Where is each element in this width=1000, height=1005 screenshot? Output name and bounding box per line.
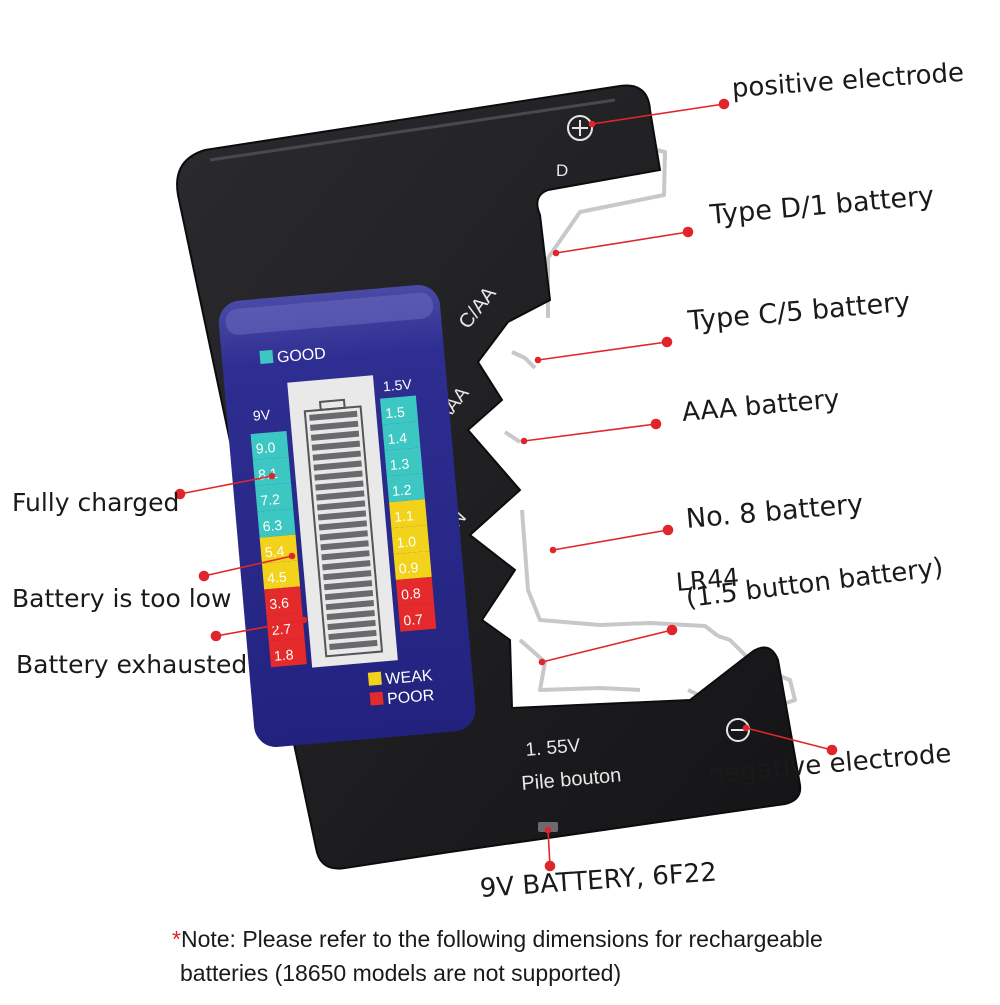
- battery-level-bar: [310, 420, 359, 431]
- battery-bar-icon: [303, 398, 384, 658]
- battery-level-bar: [315, 480, 364, 491]
- metal-clip: [503, 146, 797, 714]
- battery-level-bar: [323, 580, 373, 591]
- plus-circle-icon: [567, 115, 593, 141]
- right-scale-cell: [389, 499, 428, 529]
- battery-level-bar: [323, 570, 372, 581]
- left-scale-cell: [264, 586, 303, 616]
- right-voltage-scale: 1.5 1.4 1.3 1.2 1.1 1.0 0.9 0.8 0.7: [379, 395, 437, 632]
- battery-level-bar: [322, 560, 371, 571]
- legend-poor-label: POOR: [387, 687, 435, 708]
- right-scale-value: 1.1: [394, 507, 415, 525]
- battery-level-bar: [325, 600, 375, 611]
- minus-circle-icon: [726, 718, 750, 742]
- battery-level-bar: [312, 450, 361, 461]
- right-scale-cell: [398, 602, 437, 632]
- left-scale-cell: [250, 430, 289, 460]
- right-scale-value: 0.7: [403, 611, 424, 629]
- legend-weak-swatch: [367, 671, 382, 686]
- callout-battery-exhausted: Battery exhausted: [16, 650, 248, 679]
- battery-level-bar: [313, 460, 362, 471]
- right-scale-cell: [395, 576, 434, 606]
- note-asterisk: *: [172, 926, 181, 952]
- battery-level-bar: [318, 520, 368, 531]
- left-scale-cell: [255, 482, 294, 512]
- body-highlight: [209, 98, 616, 162]
- left-scale-value: 7.2: [260, 491, 281, 509]
- battery-level-bar: [310, 430, 360, 441]
- left-scale-value: 8.1: [257, 465, 278, 483]
- battery-level-bar: [316, 500, 366, 511]
- battery-level-bar: [324, 590, 374, 601]
- right-scale-value: 1.2: [391, 481, 412, 499]
- right-scale-cell: [386, 473, 425, 503]
- battery-level-bar: [320, 540, 369, 551]
- battery-level-bar: [327, 619, 376, 631]
- left-scale-value: 1.8: [273, 646, 294, 664]
- legend-poor-swatch: [369, 691, 384, 706]
- meter-panel: GOOD 9V 1.5V 9.08.17.26.35.44.53.62.71.8…: [218, 285, 476, 747]
- right-scale-value: 1.4: [387, 429, 408, 447]
- left-scale-value: 6.3: [262, 517, 283, 535]
- legend-good-swatch: [259, 349, 274, 364]
- callout-battery-too-low: Battery is too low: [12, 584, 232, 613]
- left-voltage-scale: 9.08.17.26.35.44.53.62.71.8: [250, 430, 307, 668]
- left-scale-cell: [268, 638, 307, 668]
- left-scale-cell: [257, 508, 296, 538]
- right-scale-value: 1.5: [385, 404, 406, 422]
- callout-lines: [174, 98, 838, 872]
- right-scale-cell: [393, 550, 432, 580]
- right-scale-cell: [382, 421, 421, 451]
- right-scale-value: 0.9: [398, 559, 419, 577]
- right-scale-value: 1.0: [396, 533, 417, 551]
- right-scale-header: 1.5V: [382, 376, 413, 395]
- battery-level-bar: [316, 490, 365, 501]
- battery-level-bar: [309, 410, 358, 421]
- left-scale-value: 5.4: [264, 543, 285, 561]
- right-scale-cell: [384, 447, 423, 477]
- left-scale-value: 9.0: [255, 439, 276, 457]
- battery-level-bar: [326, 609, 375, 621]
- left-scale-header: 9V: [252, 406, 271, 423]
- legend-weak-label: WEAK: [385, 667, 434, 688]
- legend-good-label: GOOD: [276, 345, 326, 366]
- battery-level-bar: [329, 639, 378, 651]
- left-scale-value: 4.5: [267, 569, 288, 587]
- right-scale-cell: [379, 395, 419, 425]
- right-scale-cell: [391, 525, 430, 555]
- right-scale-value: 1.3: [389, 455, 410, 473]
- left-scale-value: 3.6: [269, 594, 290, 612]
- battery-outline: [303, 405, 384, 658]
- button-voltage-label: 1. 55V: [525, 735, 582, 761]
- slot-label-d: D: [556, 161, 568, 180]
- right-scale-value: 0.8: [400, 585, 421, 603]
- battery-level-bar: [314, 470, 363, 481]
- callout-fully-charged: Fully charged: [12, 488, 180, 517]
- battery-level-bar: [321, 550, 370, 561]
- left-scale-cell: [266, 612, 305, 642]
- rechargeable-note: *Note: Please refer to the following dim…: [172, 922, 823, 990]
- left-scale-cell: [261, 560, 301, 590]
- battery-level-bar: [319, 530, 368, 541]
- battery-level-bar: [317, 510, 367, 521]
- note-line-2: batteries (18650 models are not supporte…: [180, 960, 622, 986]
- note-line-1: Note: Please refer to the following dime…: [180, 926, 823, 952]
- battery-level-bar: [311, 440, 361, 451]
- battery-level-bar: [328, 629, 377, 641]
